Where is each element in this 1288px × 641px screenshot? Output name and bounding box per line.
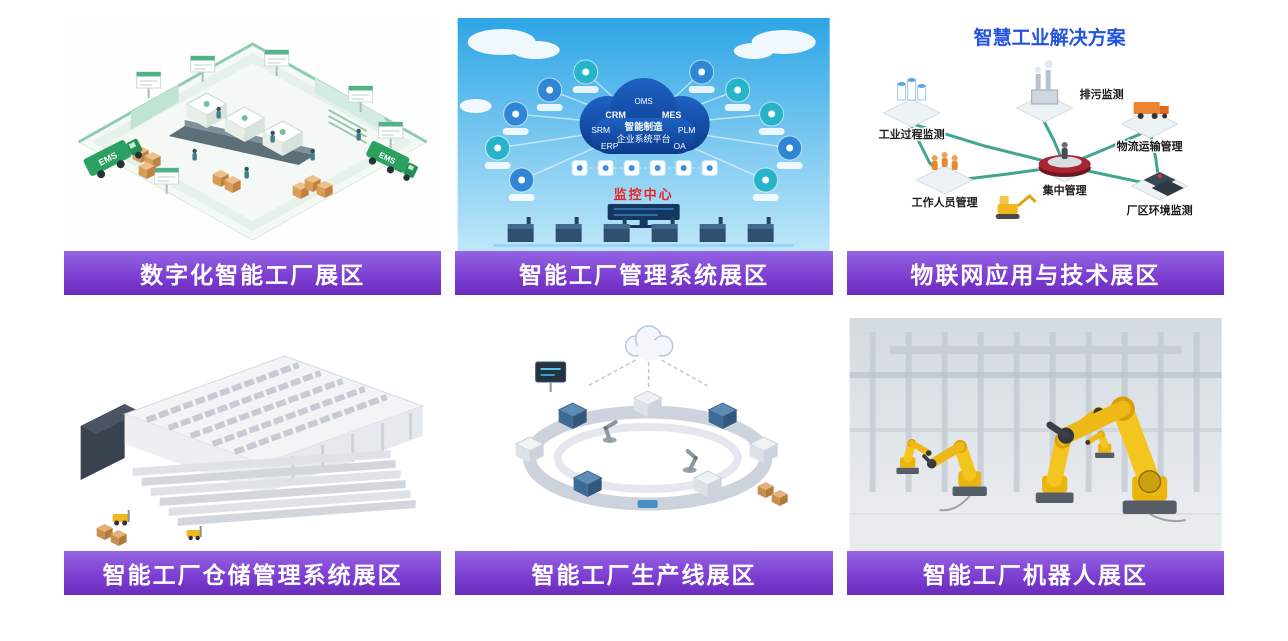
monitor-center-label: 监控中心 (614, 187, 674, 202)
digital-factory-banner: 数字化智能工厂展区 (64, 251, 442, 295)
control-console (607, 204, 680, 228)
production-line-illustration (457, 318, 830, 551)
iot-node-label-central: 集中管理 (1041, 183, 1086, 197)
digital-factory-banner-label: 数字化智能工厂展区 (140, 262, 366, 288)
clouds (459, 29, 816, 113)
forklift (186, 526, 202, 541)
logistics-truck-icon (1133, 102, 1169, 119)
robot-arm-back-right (1084, 430, 1114, 458)
exhibit-grid: EMS EMS 数字化智能工厂展区 (64, 18, 1224, 595)
workers-icon (931, 152, 958, 170)
platform-srm: SRM (592, 125, 611, 135)
wall-panel (314, 78, 385, 132)
card-warehouse[interactable]: 智能工厂仓储管理系统展区 (64, 318, 442, 595)
digital-factory-illustration: EMS EMS (66, 18, 439, 251)
platform-crm: CRM (606, 110, 627, 120)
management-system-banner: 智能工厂管理系统展区 (455, 251, 833, 295)
robots-image (846, 318, 1224, 551)
platform-plm: PLM (678, 125, 695, 135)
central-management-icon (1038, 142, 1091, 177)
platform-mes: MES (662, 110, 682, 120)
iot-illustration: 智慧工业解决方案 (849, 18, 1222, 251)
agv-shuttle (637, 500, 658, 508)
ems-truck-left: EMS (83, 138, 143, 179)
card-digital-factory[interactable]: EMS EMS 数字化智能工厂展区 (64, 18, 442, 295)
robots-banner-label: 智能工厂机器人展区 (922, 562, 1148, 588)
iot-node-label-staff: 工作人员管理 (911, 195, 977, 209)
management-system-image: OMS CRM MES SRM PLM 智能制造 企业系统平台 ERP OA 监… (455, 18, 833, 251)
digital-factory-image: EMS EMS (64, 18, 442, 251)
iot-node-label-pollution: 排污监测 (1079, 87, 1123, 101)
forklift (112, 510, 130, 526)
warehouse-image (64, 318, 442, 551)
robot-arm-back-left (896, 439, 932, 474)
card-management-system[interactable]: OMS CRM MES SRM PLM 智能制造 企业系统平台 ERP OA 监… (455, 18, 833, 295)
robots-banner: 智能工厂机器人展区 (846, 551, 1224, 595)
robot-arm-right-large (1046, 396, 1177, 514)
warehouse-banner-label: 智能工厂仓储管理系统展区 (102, 562, 403, 588)
management-system-banner-label: 智能工厂管理系统展区 (518, 262, 769, 288)
card-production-line[interactable]: 智能工厂生产线展区 (455, 318, 833, 595)
line-robot-arm (602, 420, 618, 443)
platform-name-line1: 智能制造 (625, 121, 664, 133)
power-plant-icon (1030, 60, 1058, 105)
environment-icon (1143, 172, 1184, 196)
warehouse-illustration (66, 318, 439, 551)
water-plant-icon (896, 78, 926, 101)
cloud-links (587, 359, 709, 388)
platform-name-line2: 企业系统平台 (617, 133, 671, 144)
management-system-illustration: OMS CRM MES SRM PLM 智能制造 企业系统平台 ERP OA 监… (457, 18, 830, 251)
factory-floor (849, 514, 1222, 551)
excavator-icon (995, 193, 1037, 219)
robot-arm-left (921, 439, 987, 496)
card-robots[interactable]: 智能工厂机器人展区 (846, 318, 1224, 595)
iot-title: 智慧工业解决方案 (973, 26, 1126, 49)
conveyor (168, 126, 315, 165)
platform-oa: OA (674, 141, 687, 151)
platform-oms: OMS (635, 97, 653, 106)
output-pallets (757, 482, 788, 506)
platform-erp: ERP (601, 141, 619, 151)
pallet-boxes (96, 524, 127, 546)
iot-node-label-process: 工业过程监测 (878, 127, 944, 141)
card-iot-technology[interactable]: 智慧工业解决方案 (846, 18, 1224, 295)
iot-image: 智慧工业解决方案 (846, 18, 1224, 251)
production-line-banner-label: 智能工厂生产线展区 (531, 562, 757, 588)
factory-columns (869, 332, 1200, 492)
line-monitor (535, 361, 567, 392)
roof-rack-rows (145, 362, 388, 455)
iot-node-label-environment: 厂区环境监测 (1126, 203, 1192, 217)
line-robot-arm (682, 449, 699, 473)
iot-node-label-logistics: 物流运输管理 (1116, 139, 1182, 153)
overhead-rail (889, 346, 1182, 354)
production-line-banner: 智能工厂生产线展区 (455, 551, 833, 595)
robots-illustration (849, 318, 1222, 551)
robot-cables (939, 495, 1186, 523)
iot-banner: 物联网应用与技术展区 (846, 251, 1224, 295)
wall-panel (130, 84, 179, 130)
iot-banner-label: 物联网应用与技术展区 (910, 262, 1161, 288)
pallet-rows (132, 450, 416, 526)
warehouse-banner: 智能工厂仓储管理系统展区 (64, 551, 442, 595)
production-line-image (455, 318, 833, 551)
platform-cloud (579, 78, 710, 154)
ems-truck-right: EMS (366, 141, 418, 181)
cloud-icon (625, 325, 674, 362)
